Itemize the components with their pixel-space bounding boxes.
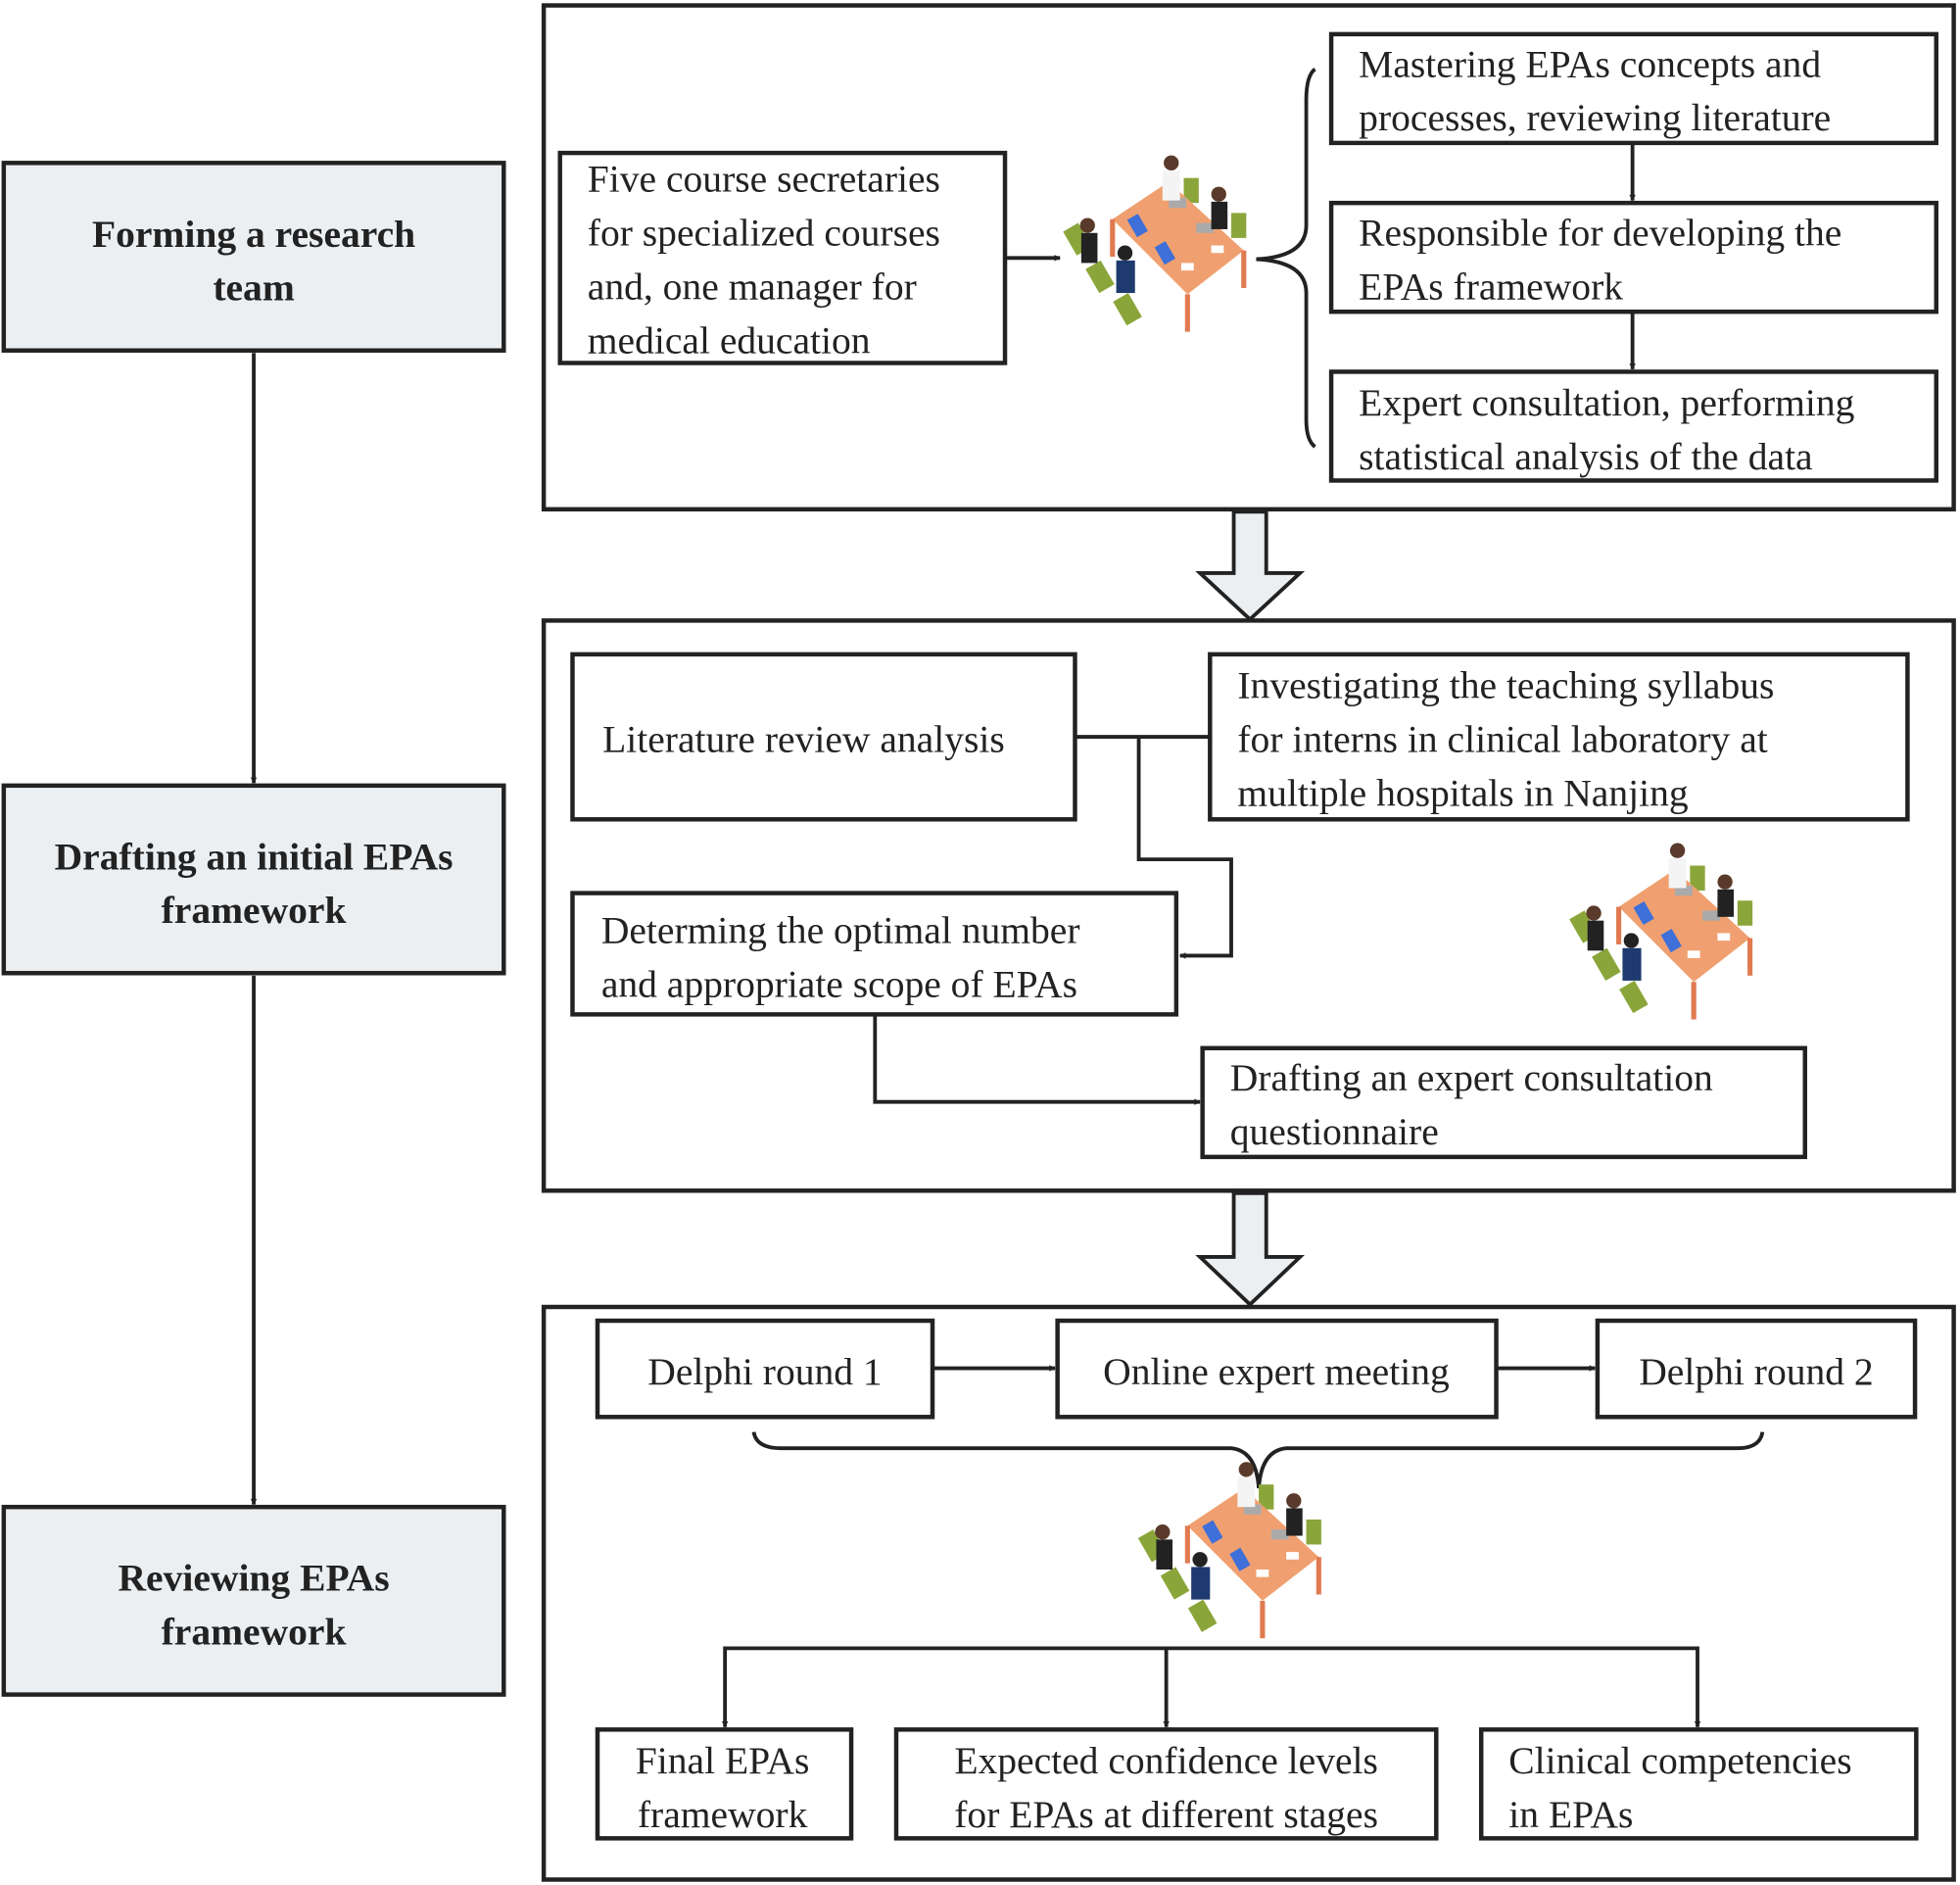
step-mastering: Mastering EPAs concepts and processes, r… — [1328, 31, 1938, 146]
svg-text:Online expert meeting: Online expert meeting — [1103, 1350, 1450, 1393]
svg-text:Responsible for developing the: Responsible for developing the — [1359, 212, 1841, 255]
final-framework-box: Final EPAs framework — [595, 1727, 854, 1841]
svg-text:Expert consultation, performin: Expert consultation, performing — [1359, 381, 1855, 424]
delphi-round-2-box: Delphi round 2 — [1595, 1318, 1918, 1420]
svg-text:Determing the optimal number: Determing the optimal number — [601, 909, 1080, 952]
svg-text:for EPAs at different stages: for EPAs at different stages — [954, 1793, 1378, 1836]
svg-text:Clinical competencies: Clinical competencies — [1508, 1739, 1851, 1782]
output-connector — [721, 1646, 1701, 1728]
svg-text:Final EPAs: Final EPAs — [636, 1739, 810, 1782]
svg-text:Mastering EPAs concepts and: Mastering EPAs concepts and — [1359, 42, 1821, 85]
svg-text:and appropriate scope of EPAs: and appropriate scope of EPAs — [601, 963, 1077, 1006]
brace — [1256, 68, 1316, 449]
svg-text:Investigating the teaching syl: Investigating the teaching syllabus — [1237, 664, 1774, 707]
svg-text:and, one manager for: and, one manager for — [588, 265, 917, 308]
svg-text:for interns in clinical labora: for interns in clinical laboratory at — [1237, 717, 1767, 760]
step-consultation: Expert consultation, performing statisti… — [1328, 369, 1938, 483]
online-meeting-box: Online expert meeting — [1055, 1318, 1499, 1420]
hollow-down-arrow — [1195, 509, 1306, 622]
svg-text:in EPAs: in EPAs — [1508, 1793, 1633, 1836]
svg-text:Drafting an initial EPAs: Drafting an initial EPAs — [55, 835, 454, 878]
hollow-down-arrow — [1195, 1190, 1305, 1308]
questionnaire-box: Drafting an expert consultation question… — [1200, 1045, 1807, 1160]
svg-text:framework: framework — [638, 1793, 808, 1836]
svg-text:questionnaire: questionnaire — [1230, 1110, 1439, 1153]
panel-research-team: Five course secretaries for specialized … — [541, 3, 1956, 512]
svg-text:for specialized courses: for specialized courses — [588, 212, 940, 255]
connector-arrow — [873, 1014, 1201, 1105]
svg-text:Literature review analysis: Literature review analysis — [602, 717, 1005, 760]
connector-arrow — [1136, 737, 1233, 959]
svg-text:multiple hospitals in Nanjing: multiple hospitals in Nanjing — [1237, 771, 1688, 814]
svg-text:medical education: medical education — [588, 318, 871, 362]
svg-text:Drafting an expert consultatio: Drafting an expert consultation — [1230, 1056, 1713, 1099]
svg-text:EPAs framework: EPAs framework — [1359, 265, 1623, 308]
svg-text:team: team — [213, 266, 294, 310]
svg-text:Forming a research: Forming a research — [92, 213, 415, 256]
stage-forming-team: Forming a research team — [1, 161, 506, 353]
stage-reviewing-framework: Reviewing EPAs framework — [1, 1504, 506, 1697]
svg-text:framework: framework — [162, 1611, 347, 1654]
syllabus-box: Investigating the teaching syllabus for … — [1208, 652, 1910, 822]
svg-text:Delphi round 2: Delphi round 2 — [1639, 1350, 1873, 1393]
svg-text:Five course secretaries: Five course secretaries — [588, 158, 940, 201]
svg-text:statistical analysis of the da: statistical analysis of the data — [1359, 435, 1813, 478]
team-composition-box: Five course secretaries for specialized … — [557, 150, 1008, 365]
stage-drafting-framework: Drafting an initial EPAs framework — [1, 783, 506, 976]
literature-review-box: Literature review analysis — [570, 652, 1077, 822]
panel-reviewing: Delphi round 1 Online expert meeting Del… — [541, 1304, 1956, 1882]
confidence-levels-box: Expected confidence levels for EPAs at d… — [893, 1727, 1439, 1841]
svg-text:Delphi round 1: Delphi round 1 — [647, 1350, 882, 1393]
svg-text:Expected confidence levels: Expected confidence levels — [954, 1739, 1378, 1782]
determining-box: Determing the optimal number and appropr… — [570, 891, 1179, 1017]
svg-text:framework: framework — [162, 889, 347, 932]
delphi-round-1-box: Delphi round 1 — [595, 1318, 935, 1420]
svg-text:processes, reviewing literatur: processes, reviewing literature — [1359, 96, 1831, 139]
clinical-competencies-box: Clinical competencies in EPAs — [1479, 1727, 1919, 1841]
svg-text:Reviewing EPAs: Reviewing EPAs — [118, 1557, 389, 1600]
step-developing: Responsible for developing the EPAs fram… — [1328, 200, 1938, 314]
panel-drafting: Literature review analysis Investigating… — [541, 618, 1956, 1193]
